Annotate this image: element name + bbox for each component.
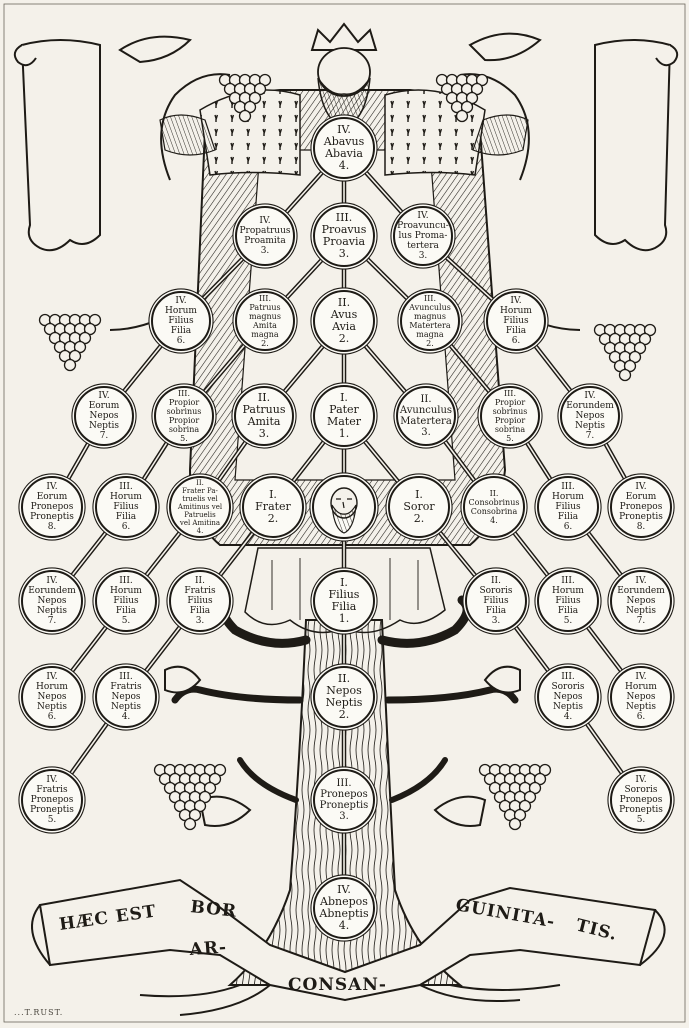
kinship-node-proavunculus: IV. Proavuncu- lus Proma- tertera 3.	[393, 206, 453, 266]
kinship-node-nepos: II. Nepos Neptis 2.	[313, 666, 375, 728]
kinship-node-horum-nepos-l: IV. Horum Nepos Neptis 6.	[21, 666, 83, 728]
kinship-node-label: IV. Eorundem Nepos Neptis 7.	[617, 576, 665, 626]
grape-cluster-icon	[595, 325, 656, 381]
kinship-node-eorundem-nepos-r: IV. Eorundem Nepos Neptis 7.	[560, 386, 620, 446]
kinship-node-pronepos: III. Pronepos Proneptis 3.	[313, 769, 375, 831]
kinship-node-horum-fil-5r: III. Horum Filius Filia 5.	[537, 570, 599, 632]
kinship-node-fratris-nepos: III. Fratris Nepos Neptis 4.	[95, 666, 157, 728]
kinship-node-horum-fil-r: IV. Horum Filius Filia 6.	[486, 291, 546, 351]
kinship-node-label: II. Nepos Neptis 2.	[326, 673, 363, 721]
kinship-node-horum-fil-l: IV. Horum Filius Filia 6.	[151, 291, 211, 351]
kinship-node-sororis-nepos: III. Sororis Nepos Neptis 4.	[537, 666, 599, 728]
kinship-node-label: IV. Eorundem Nepos Neptis 7.	[566, 391, 614, 441]
kinship-node-frater-patruelis: II. Frater Pa- truelis vel Amitinus vel …	[169, 476, 231, 538]
kinship-node-patruus: II. Patruus Amita 3.	[234, 386, 294, 446]
kinship-node-avunculus-magnus: III. Avunculus magnus Matertera magna 2.	[400, 291, 460, 351]
kinship-node-label: IV. Horum Nepos Neptis 6.	[36, 672, 68, 722]
kinship-node-propatruus: IV. Propatruus Proamita 3.	[235, 206, 295, 266]
kinship-node-proavus: III. Proavus Proavia 3.	[313, 205, 375, 267]
grape-cluster-icon	[40, 315, 101, 371]
kinship-node-label: III. Propior sobrinus Propior sobrina 5.	[493, 389, 528, 443]
kinship-node-label: III. Horum Filius Filia 6.	[110, 482, 142, 532]
kinship-node-horum-fil-6r: III. Horum Filius Filia 6.	[537, 476, 599, 538]
kinship-node-label: IV. Proavuncu- lus Proma- tertera 3.	[397, 211, 449, 261]
kinship-node-label: IV. Horum Filius Filia 6.	[500, 296, 532, 346]
kinship-node-eorum-pronepos-r: IV. Eorum Pronepos Proneptis 8.	[610, 476, 672, 538]
kinship-node-label: IV. Eorum Pronepos Proneptis 8.	[30, 482, 74, 532]
kinship-node-label: IV. Abnepos Abneptis 4.	[319, 884, 368, 932]
kinship-node-label: I. Frater 2.	[255, 489, 291, 525]
kinship-node-label: II. Avus Avia 2.	[331, 297, 357, 345]
kinship-node-propior-sob-l: III. Propior sobrinus Propior sobrina 5.	[154, 386, 214, 446]
kinship-node-fratris-pronepos: IV. Fratris Pronepos Proneptis 5.	[21, 769, 83, 831]
kinship-node-horum-nepos-r: IV. Horum Nepos Neptis 6.	[610, 666, 672, 728]
kinship-node-label: I. Soror 2.	[403, 489, 434, 525]
kinship-node-eorundem-nepos-l: IV. Eorundem Nepos Neptis 7.	[21, 570, 83, 632]
kinship-node-label: III. Avunculus magnus Matertera magna 2.	[409, 294, 451, 348]
kinship-node-label: IV. Horum Nepos Neptis 6.	[625, 672, 657, 722]
kinship-node-label: I. Filius Filia 1.	[329, 577, 360, 625]
engraver-signature: ...T.RUST.	[14, 1008, 63, 1017]
kinship-node-eorundem-nepos-7r: IV. Eorundem Nepos Neptis 7.	[610, 570, 672, 632]
kinship-node-label: III. Horum Filius Filia 6.	[552, 482, 584, 532]
kinship-node-label: III. Pronepos Proneptis 3.	[320, 778, 369, 822]
kinship-node-label: III. Propior sobrinus Propior sobrina 5.	[167, 389, 202, 443]
kinship-node-frater: I. Frater 2.	[242, 476, 304, 538]
kinship-node-label: II. Frater Pa- truelis vel Amitinus vel …	[178, 479, 222, 535]
kinship-node-fratris-filius: II. Fratris Filius Filia 3.	[169, 570, 231, 632]
kinship-node-label: III. Horum Filius Filia 5.	[110, 576, 142, 626]
kinship-node-abnepos: IV. Abnepos Abneptis 4.	[313, 877, 375, 939]
kinship-node-label: III. Sororis Nepos Neptis 4.	[551, 672, 584, 722]
kinship-node-soror: I. Soror 2.	[388, 476, 450, 538]
kinship-node-label: IV. Sororis Pronepos Proneptis 5.	[619, 775, 663, 825]
kinship-node-sororis-filius: II. Sororis Filius Filia 3.	[465, 570, 527, 632]
kinship-node-label: II. Fratris Filius Filia 3.	[184, 576, 215, 626]
kinship-node-label: IV. Horum Filius Filia 6.	[165, 296, 197, 346]
motto-part-2: AR-	[188, 937, 228, 960]
kinship-node-propior-sob-r: III. Propior sobrinus Propior sobrina 5.	[480, 386, 540, 446]
kinship-node-filius: I. Filius Filia 1.	[313, 570, 375, 632]
kinship-node-eorum-pronepos-l: IV. Eorum Pronepos Proneptis 8.	[21, 476, 83, 538]
kinship-node-pater: I. Pater Mater 1.	[313, 385, 375, 447]
motto-part-4: CONSAN-	[288, 975, 387, 995]
kinship-node-sororis-pronepos: IV. Sororis Pronepos Proneptis 5.	[610, 769, 672, 831]
kinship-node-label: IV. Eorundem Nepos Neptis 7.	[28, 576, 76, 626]
kinship-node-label: II. Consobrinus Consobrina 4.	[469, 489, 520, 525]
kinship-node-label: III. Patruus magnus Amita magna 2.	[249, 294, 281, 348]
kinship-node-label: III. Proavus Proavia 3.	[322, 212, 367, 260]
ancestor-face-icon	[312, 475, 376, 539]
kinship-node-avunculus: II. Avunculus Matertera 3.	[396, 386, 456, 446]
kinship-node-horum-fil-6l: III. Horum Filius Filia 6.	[95, 476, 157, 538]
kinship-node-label: III. Fratris Nepos Neptis 4.	[110, 672, 141, 722]
kinship-node-label: II. Avunculus Matertera 3.	[400, 394, 452, 438]
kinship-node-label: IV. Fratris Pronepos Proneptis 5.	[30, 775, 74, 825]
kinship-node-abavus: IV. Abavus Abavia 4.	[313, 117, 375, 179]
kinship-node-patruus-magnus: III. Patruus magnus Amita magna 2.	[235, 291, 295, 351]
kinship-node-label: IV. Eorum Nepos Neptis 7.	[89, 391, 120, 441]
kinship-node-label: IV. Eorum Pronepos Proneptis 8.	[619, 482, 663, 532]
kinship-node-eorum-nepos-l: IV. Eorum Nepos Neptis 7.	[74, 386, 134, 446]
kinship-node-label: II. Patruus Amita 3.	[243, 392, 286, 440]
kinship-node-horum-fil-5l: III. Horum Filius Filia 5.	[95, 570, 157, 632]
kinship-node-consobrinus: II. Consobrinus Consobrina 4.	[463, 476, 525, 538]
kinship-node-label: IV. Propatruus Proamita 3.	[239, 216, 290, 256]
grape-cluster-icon	[480, 765, 551, 830]
kinship-node-label: II. Sororis Filius Filia 3.	[479, 576, 512, 626]
kinship-node-avus: II. Avus Avia 2.	[313, 290, 375, 352]
kinship-node-label: IV. Abavus Abavia 4.	[324, 124, 365, 172]
kinship-node-label: I. Pater Mater 1.	[327, 392, 361, 440]
kinship-node-label: III. Horum Filius Filia 5.	[552, 576, 584, 626]
